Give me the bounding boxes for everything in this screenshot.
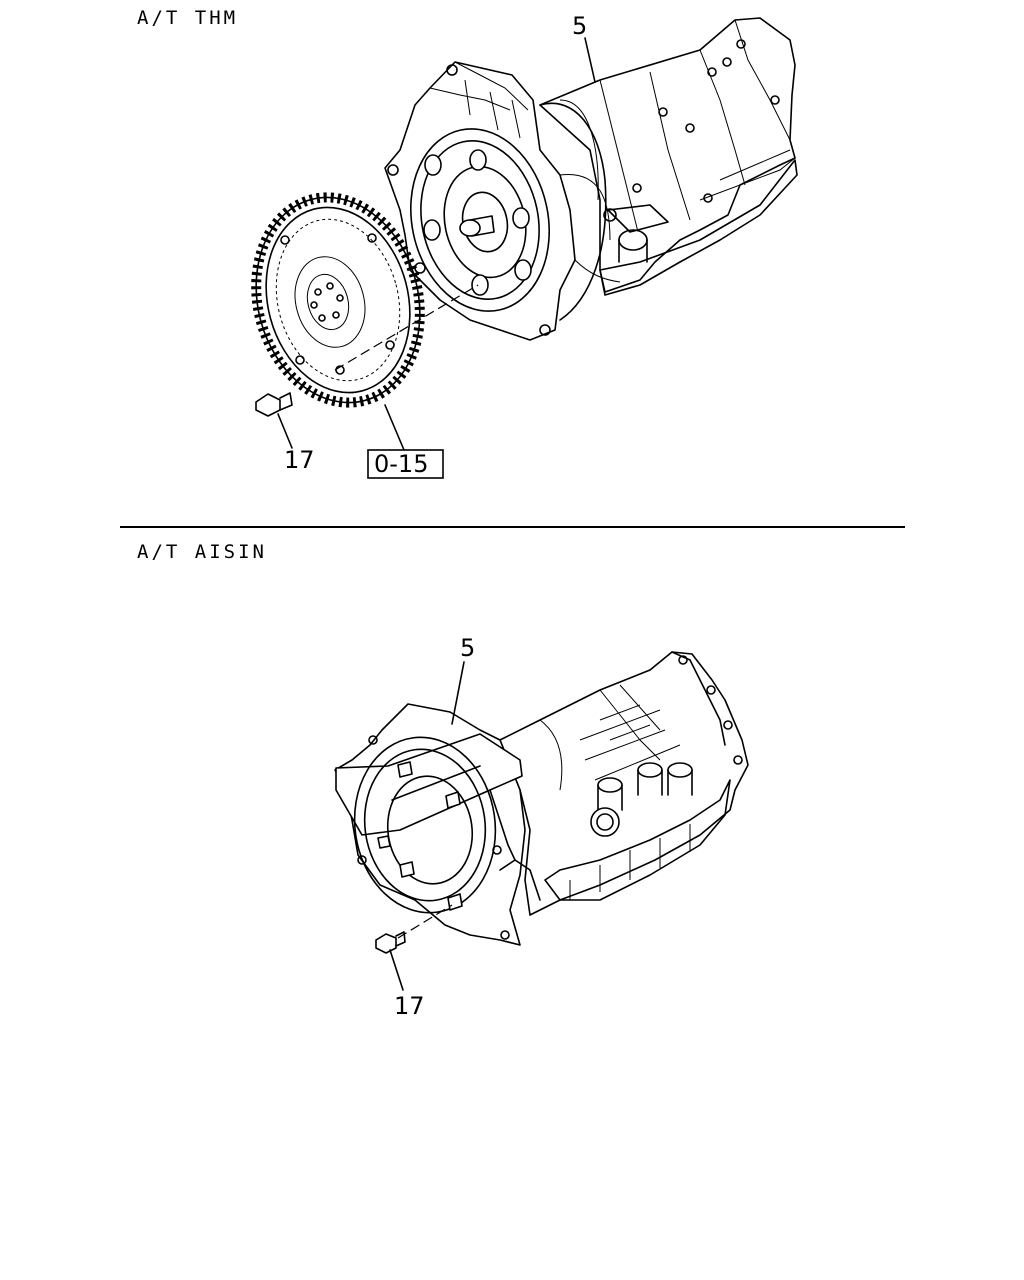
thm-ref-box — [367, 449, 444, 479]
thm-flexplate-drawing — [251, 192, 479, 408]
aisin-callout-17: 17 — [394, 992, 425, 1020]
section-title-thm: A/T THM — [137, 7, 238, 29]
thm-ref-label: 0-15 — [374, 450, 428, 478]
leader-line — [451, 661, 465, 725]
thm-bolt-drawing — [255, 392, 293, 417]
aisin-callout-5: 5 — [460, 634, 475, 662]
aisin-bolt-drawing — [375, 931, 406, 954]
leader-line — [384, 404, 405, 451]
thm-callout-17: 17 — [284, 446, 315, 474]
thm-callout-5: 5 — [572, 12, 587, 40]
section-title-aisin: A/T AISIN — [137, 541, 267, 563]
leader-line — [584, 37, 596, 83]
leader-line — [277, 413, 293, 449]
aisin-transmission-drawing — [334, 651, 749, 946]
thm-transmission-drawing — [384, 17, 798, 341]
leader-line — [389, 949, 404, 991]
